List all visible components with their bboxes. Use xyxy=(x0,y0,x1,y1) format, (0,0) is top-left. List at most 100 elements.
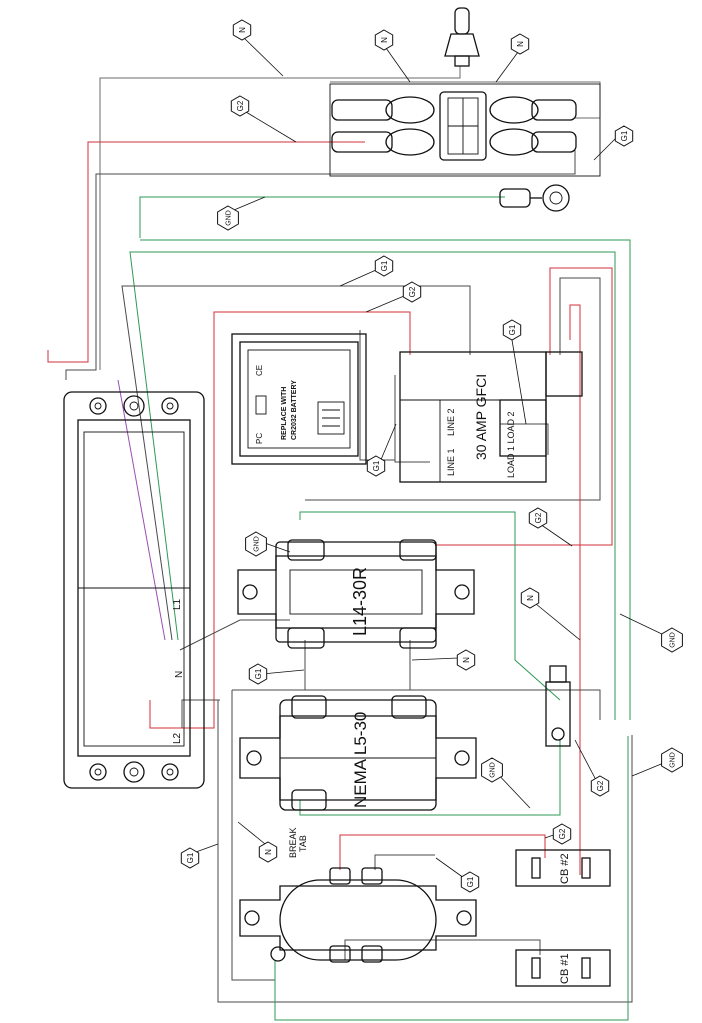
wire-ground-top xyxy=(139,196,505,238)
tag-gnd-text: GND xyxy=(254,536,261,552)
panel-plate: L1 L2 N xyxy=(63,391,205,789)
tag-g1: G1 xyxy=(502,319,522,341)
tag-n: N xyxy=(374,29,394,51)
wire-hot2-right xyxy=(435,267,613,546)
meter-battery-text: CR2032 BATTERY xyxy=(291,380,298,440)
wire-purple-panel xyxy=(117,379,166,641)
meter-replace-text: REPLACE WITH xyxy=(281,387,288,440)
wires xyxy=(47,66,633,1021)
wire-ground-l5 xyxy=(299,740,561,816)
tag-g1-text: G1 xyxy=(380,260,389,271)
tag-g1-text: G1 xyxy=(254,668,263,679)
wire-n-bottom xyxy=(217,700,633,1003)
tag-g1: G1 xyxy=(614,125,634,147)
wire-neutral-top xyxy=(99,66,461,370)
tag-n-text: N xyxy=(516,41,525,47)
battery-meter: REPLACE WITH CR2032 BATTERY CE PC xyxy=(231,333,367,465)
tag-n: N xyxy=(258,841,278,863)
leader-lines xyxy=(195,37,667,879)
wire-ground-main xyxy=(140,239,631,720)
circuit-breaker-2: CB #2 xyxy=(515,849,611,887)
break-tab-label-2: TAB xyxy=(298,835,308,852)
l14-30r-label: L14-30R xyxy=(350,567,370,636)
cb1-label: CB #1 xyxy=(559,953,571,984)
tag-g2-text: G2 xyxy=(596,780,605,791)
tag-g1-text: G1 xyxy=(508,324,517,335)
wire-hot2-panel xyxy=(149,311,411,729)
panel-l1-label: L1 xyxy=(172,598,183,610)
tag-g1: G1 xyxy=(248,663,268,685)
wire-panel-l2 xyxy=(181,699,220,728)
tag-g1: G1 xyxy=(366,455,386,477)
tag-gnd-text: GND xyxy=(490,762,497,778)
tag-g1-text: G1 xyxy=(372,460,381,471)
ground-bar xyxy=(545,665,571,747)
tag-n: N xyxy=(520,587,540,609)
wire-g1-long xyxy=(231,690,275,981)
break-tab-label-1: BREAK xyxy=(288,827,298,858)
wire-g1-cb2 xyxy=(374,854,435,870)
l5-30-label: NEMA L5-30 xyxy=(351,712,370,808)
tag-gnd: GND xyxy=(217,205,239,231)
wire-hot1-right xyxy=(305,277,601,501)
panel-l2-label: L2 xyxy=(172,732,183,744)
circuit-breaker-1: CB #1 xyxy=(515,949,611,987)
receptacle-l14-30r: L14-30R xyxy=(237,539,475,649)
tag-g2-text: G2 xyxy=(236,100,245,111)
tag-gnd: GND xyxy=(661,747,683,773)
tag-n-text: N xyxy=(380,37,389,43)
wire-panel-n-l14 xyxy=(179,619,290,651)
meter-ce-mark: CE xyxy=(255,365,264,376)
tag-g1: G1 xyxy=(180,847,200,869)
tag-n-text: N xyxy=(526,595,535,601)
tag-g1-text: G1 xyxy=(620,130,629,141)
tag-g2: G2 xyxy=(552,823,572,845)
wire-harness-connector xyxy=(329,7,601,177)
tag-g2: G2 xyxy=(528,507,548,529)
wire-meter-link xyxy=(359,330,395,461)
wire-ground-l14 xyxy=(299,511,561,701)
wire-hot2-cb xyxy=(569,304,581,875)
gfci-30a: 30 AMP GFCI LINE 1 LINE 2 LOAD 1 LOAD 2 xyxy=(399,351,583,483)
gfci-line1-label: LINE 1 xyxy=(446,448,456,476)
tag-gnd-text: GND xyxy=(226,210,233,226)
panel-n-label: N xyxy=(174,671,185,678)
ring-terminal xyxy=(499,184,570,212)
duplex-outlet: BREAK TAB xyxy=(239,827,477,963)
wire-gfci-line1 xyxy=(394,375,430,463)
tag-g2: G2 xyxy=(402,281,422,303)
tag-g2: G2 xyxy=(590,775,610,797)
tag-n-text: N xyxy=(238,27,247,33)
tag-gnd: GND xyxy=(245,531,267,557)
callout-tags: N N N N N N G1 G1 xyxy=(180,19,683,893)
cb2-label: CB #2 xyxy=(559,853,571,884)
tag-g1: G1 xyxy=(374,255,394,277)
gfci-line2-label: LINE 2 xyxy=(446,408,456,436)
meter-pc-mark: PC xyxy=(255,433,264,444)
tag-n: N xyxy=(456,649,476,671)
wire-hot1-top xyxy=(65,150,576,380)
wire-red-cb2 xyxy=(339,834,546,870)
tag-gnd-text: GND xyxy=(670,632,677,648)
gfci-load-label: LOAD 1 LOAD 2 xyxy=(506,411,516,478)
wire-ground-panel xyxy=(129,251,616,720)
gfci-title: 30 AMP GFCI xyxy=(473,374,489,460)
tag-n-text: N xyxy=(462,657,471,663)
wire-hot2-top xyxy=(47,141,365,363)
tag-gnd: GND xyxy=(661,627,683,653)
tag-gnd: GND xyxy=(481,757,503,783)
receptacle-nema-l5-30: NEMA L5-30 xyxy=(239,695,477,811)
tag-gnd-text: GND xyxy=(670,752,677,768)
tag-n: N xyxy=(510,33,530,55)
tag-g2-text: G2 xyxy=(558,828,567,839)
tag-g2-text: G2 xyxy=(408,286,417,297)
wire-g1-left xyxy=(232,689,601,720)
tag-g1-text: G1 xyxy=(186,852,195,863)
tag-n-text: N xyxy=(264,849,273,855)
tag-g1-text: G1 xyxy=(466,876,475,887)
tag-g2: G2 xyxy=(230,95,250,117)
wire-ground-bottom xyxy=(274,736,629,1021)
tag-g2-text: G2 xyxy=(534,512,543,523)
